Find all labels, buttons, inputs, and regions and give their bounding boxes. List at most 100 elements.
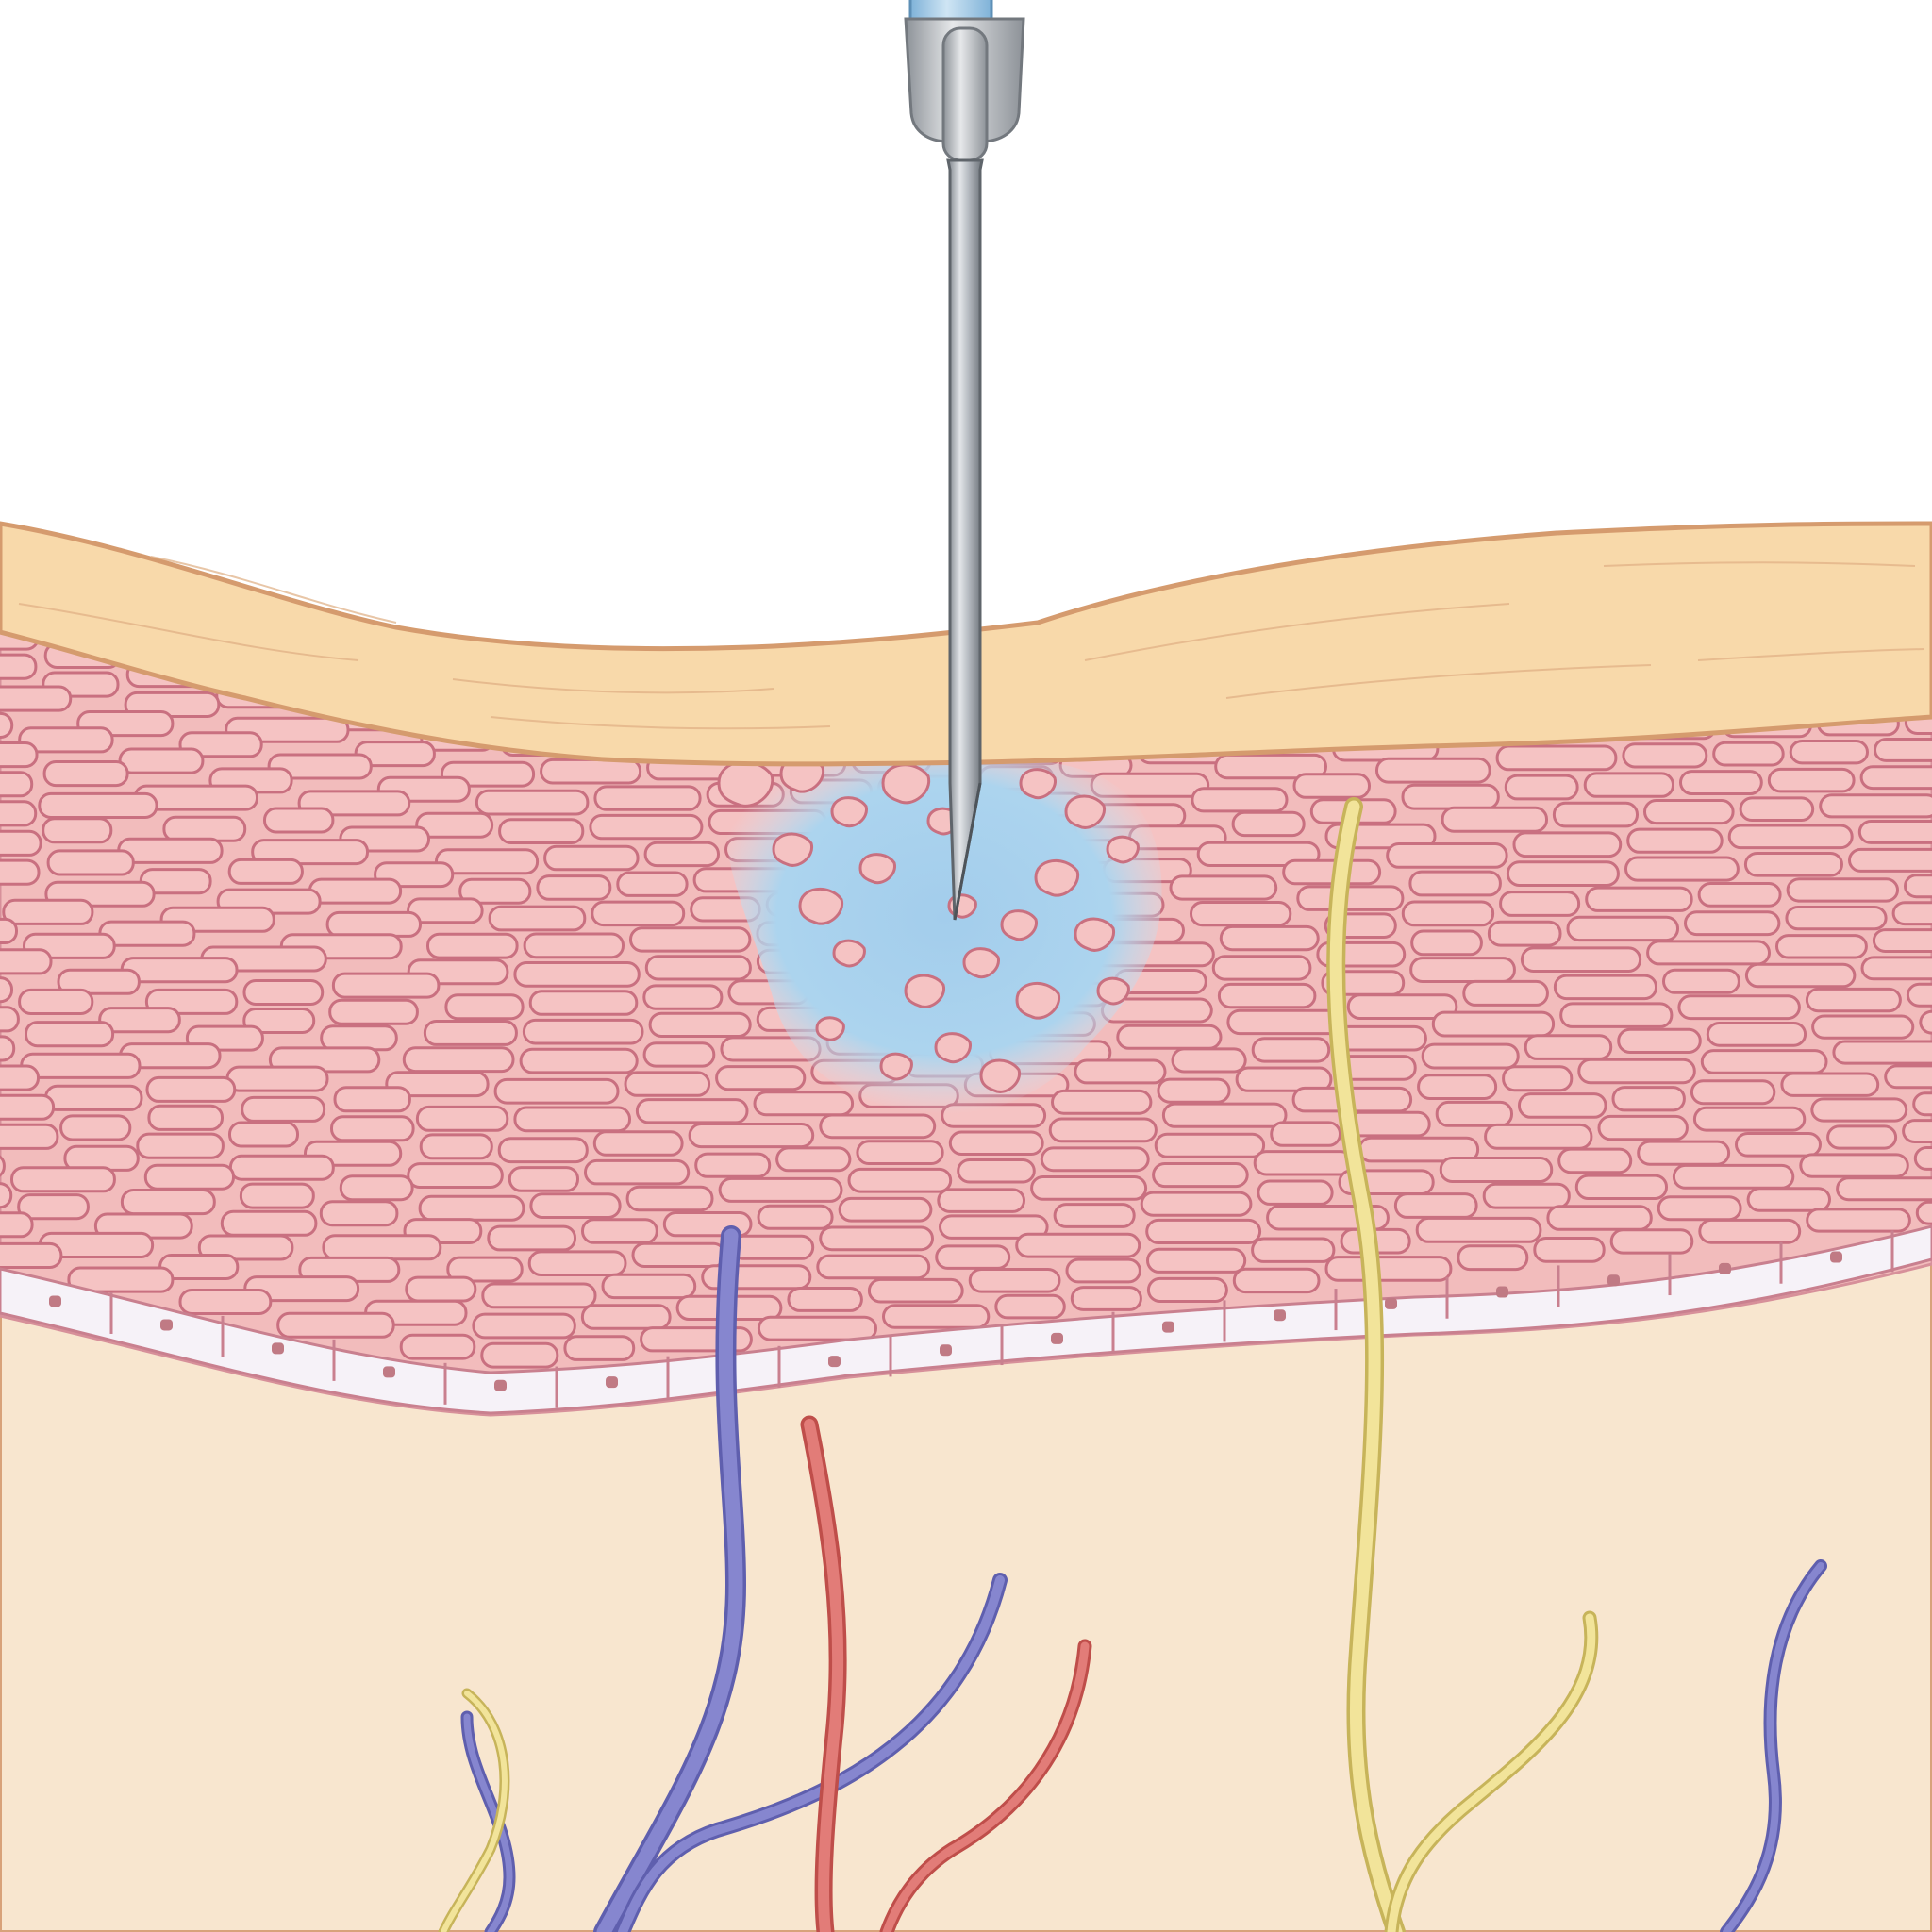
epidermal-cell (227, 858, 304, 885)
epidermal-cell (1439, 1157, 1554, 1183)
epidermal-cell (1785, 906, 1888, 931)
epidermal-cell (648, 1011, 752, 1038)
epidermal-cell (1690, 1079, 1776, 1106)
epidermal-cell (59, 1114, 132, 1141)
epidermal-cell (0, 1093, 56, 1121)
epidermal-cell (1214, 753, 1327, 780)
epidermal-cell (1700, 1049, 1828, 1074)
epidermal-cell (0, 1006, 20, 1033)
epidermal-cell (228, 1154, 335, 1181)
epidermal-cell (1836, 1176, 1932, 1202)
epidermal-cell (1819, 793, 1932, 819)
epidermal-cell (629, 926, 752, 953)
epidermal-cell (1161, 1102, 1288, 1128)
epidermal-cell (1679, 770, 1763, 795)
epidermal-cell (616, 871, 689, 897)
epidermal-cell (25, 1021, 115, 1048)
epidermal-cell (643, 841, 720, 868)
epidermal-cell (1152, 1162, 1249, 1189)
epidermal-cell (1512, 831, 1623, 858)
epidermal-cell (136, 1132, 225, 1159)
epidermal-cell (1727, 824, 1854, 850)
intradermal-fluid-bleb-icon (717, 755, 1162, 1114)
epidermal-cell (935, 1244, 1011, 1270)
cell-fragment (1000, 909, 1038, 941)
epidermal-cell (1574, 1174, 1669, 1200)
epidermal-cell (1211, 955, 1312, 981)
epidermal-cell (178, 731, 263, 758)
epidermal-cell (1502, 1065, 1574, 1092)
epidermal-cell (1145, 1218, 1262, 1245)
epidermal-cell (1913, 1146, 1932, 1171)
epidermal-cell (333, 1086, 411, 1113)
epidermal-cell (1030, 1175, 1148, 1201)
epidermal-cell (1116, 1024, 1223, 1050)
epidermal-cell (1048, 1117, 1158, 1143)
epidermal-cell (1533, 1237, 1606, 1263)
epidermal-cell (242, 979, 325, 1006)
epidermal-cell (1520, 946, 1642, 974)
epidermal-cell (1559, 1002, 1674, 1028)
epidermal-cell (407, 1162, 504, 1189)
epidermal-cell (1805, 987, 1902, 1013)
epidermal-cell (642, 984, 724, 1010)
epidermal-cell (1848, 847, 1932, 873)
epidermal-cell (1915, 1200, 1932, 1225)
cell-fragment (879, 1052, 913, 1081)
basal-cell-nucleus (1719, 1262, 1731, 1274)
epidermal-cell (1171, 1047, 1247, 1074)
epidermal-cell (0, 976, 13, 1004)
epidermal-cell (1154, 1132, 1266, 1158)
epidermal-cell (519, 1047, 639, 1074)
epidermal-cell (1546, 1205, 1653, 1231)
cell-fragment (1064, 794, 1107, 829)
cell-fragment (881, 763, 931, 805)
cell-fragment (934, 1032, 972, 1064)
epidermal-cell (1518, 1092, 1607, 1119)
epidermal-cell (1375, 757, 1491, 784)
epidermal-cell (331, 972, 441, 999)
epidermal-cell (98, 1007, 181, 1034)
epidermal-cell (1735, 1132, 1822, 1158)
basal-cell-nucleus (1162, 1321, 1174, 1333)
epidermal-cell (1617, 1027, 1702, 1055)
epidermal-cell (1462, 979, 1549, 1007)
epidermal-cell (1415, 1216, 1542, 1243)
epidermal-cell (1744, 962, 1857, 989)
cell-fragment (858, 853, 896, 885)
epidermal-cell (540, 758, 642, 785)
epidermal-cell (276, 1311, 395, 1339)
epidermal-cell (1746, 1187, 1831, 1212)
epidermal-cell (487, 1224, 576, 1252)
epidermal-cell (18, 988, 94, 1016)
epidermal-cell (145, 1075, 237, 1103)
epidermal-cell (1219, 924, 1320, 952)
epidermal-cell (444, 993, 525, 1021)
epidermal-cell (1775, 934, 1868, 959)
hypodermic-needle-icon (904, 0, 1025, 921)
epidermal-cell (1253, 1150, 1354, 1176)
epidermal-cell (1912, 1091, 1932, 1117)
basal-layer (0, 1224, 1932, 1415)
epidermal-cell (1484, 1123, 1593, 1150)
epidermal-cell (631, 1241, 726, 1268)
epidermal-cell (407, 897, 484, 924)
epidermal-cell (1457, 1244, 1529, 1272)
epidermal-cell (405, 1275, 477, 1303)
epidermal-cell (263, 807, 335, 834)
epidermal-cell (1296, 885, 1405, 911)
epidermal-cell (601, 1273, 697, 1300)
epidermal-cell (1504, 774, 1579, 801)
epidermal-cell (1431, 1010, 1556, 1038)
epidermal-cell (0, 858, 41, 886)
epidermal-cell (1053, 1203, 1136, 1228)
cell-fragment (1096, 976, 1130, 1006)
epidermal-cell (581, 1218, 658, 1244)
epidermal-cell (1919, 1009, 1932, 1035)
epidermal-cell (475, 789, 590, 816)
epidermal-cell (118, 747, 205, 774)
epidermal-cell (328, 998, 419, 1025)
cell-fragment (962, 947, 1000, 979)
epidermal-cell (939, 1214, 1049, 1240)
epidermal-cell (563, 1335, 636, 1361)
